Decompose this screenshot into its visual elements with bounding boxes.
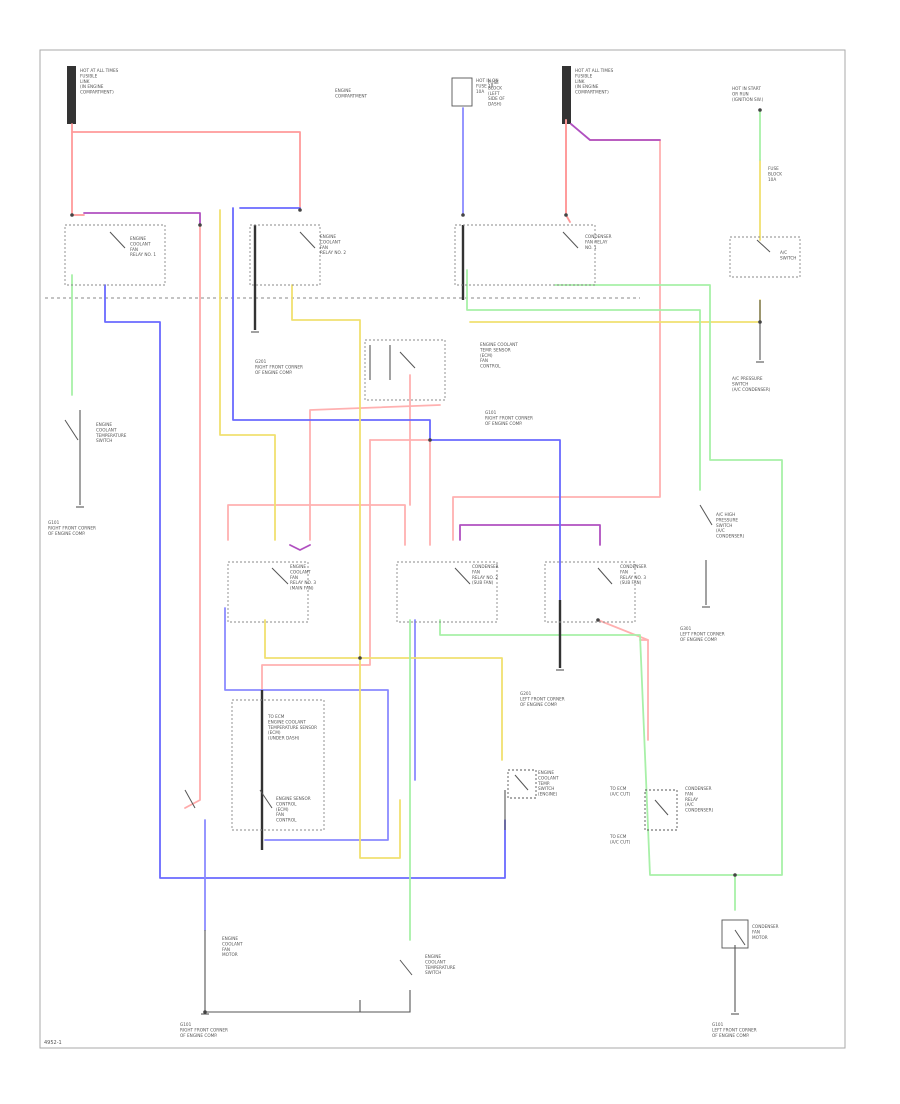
coolant-switch-box: [507, 769, 537, 799]
connection-dots: [70, 108, 762, 1014]
wires-yellow: [219, 159, 761, 859]
fusible-link-left: [67, 66, 76, 124]
relay-tc-frame: [249, 224, 321, 286]
ign-switch-frame: [729, 236, 801, 278]
wires-black: [79, 225, 761, 1013]
relay-mr-frame: [544, 561, 636, 623]
condenser-relay-box: [644, 789, 678, 831]
relay-ml-frame: [227, 561, 309, 623]
fan-motor-right-box: [721, 919, 749, 949]
fuse-box-top: [451, 77, 473, 107]
relay-frames: [64, 224, 801, 831]
wires-green: [71, 109, 783, 941]
footer-code: 4952-1: [44, 1040, 62, 1046]
wires-blue: [104, 107, 561, 931]
relay-tr-frame: [454, 224, 596, 286]
sensor-mid-frame: [364, 339, 446, 401]
cooling-unit-frame: [231, 699, 325, 831]
wires-violet: [83, 123, 661, 551]
label-to-ecm-r: TO ECM(A/C CUT): [609, 834, 631, 844]
switch-symbols: [64, 231, 771, 976]
relay-mc-frame: [396, 561, 498, 623]
fusible-link-center: [562, 66, 571, 124]
diagram-frame: [39, 49, 846, 1049]
ground-symbols: [76, 331, 764, 1015]
relay-tl-frame: [64, 224, 166, 286]
label-to-ecm-l: TO ECM(A/C CUT): [609, 786, 631, 796]
